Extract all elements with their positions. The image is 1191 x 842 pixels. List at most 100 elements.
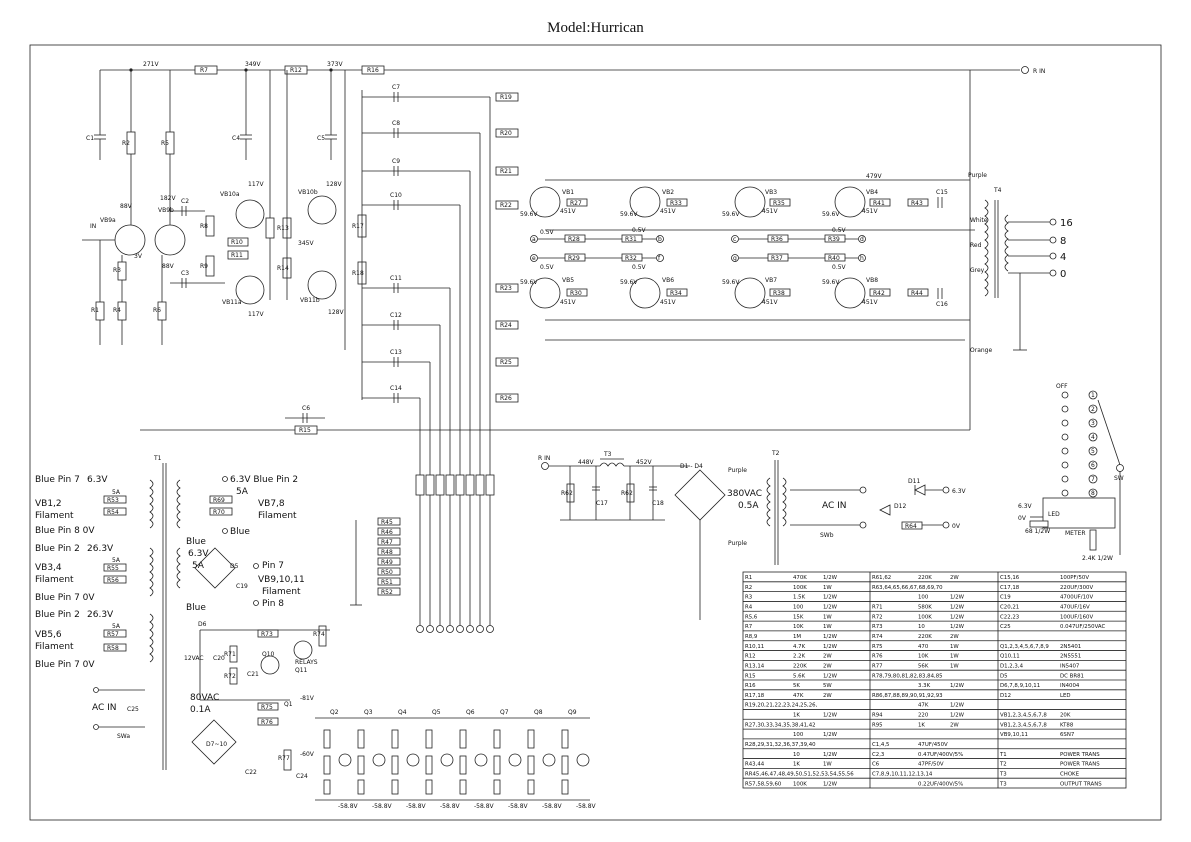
- svg-text:0.5V: 0.5V: [632, 227, 647, 234]
- svg-text:59.6V: 59.6V: [620, 279, 638, 286]
- table-cell: 220K: [793, 663, 807, 669]
- svg-text:VB6: VB6: [662, 277, 674, 284]
- table-cell: 100K: [793, 585, 807, 591]
- svg-text:Q7: Q7: [500, 709, 509, 716]
- svg-text:C14: C14: [390, 385, 402, 392]
- svg-text:271V: 271V: [143, 61, 159, 68]
- table-cell: 5.6K: [793, 673, 806, 679]
- svg-text:R38: R38: [773, 290, 785, 297]
- svg-text:C22: C22: [245, 769, 257, 776]
- svg-text:R24: R24: [500, 322, 512, 329]
- svg-text:R56: R56: [107, 577, 119, 584]
- svg-text:IN: IN: [90, 223, 96, 230]
- table-cell: VB1,2,3,4,5,6,7,8: [1000, 722, 1047, 728]
- table-cell: R15: [745, 673, 756, 679]
- svg-text:R40: R40: [828, 255, 840, 262]
- svg-text:5: 5: [1091, 448, 1095, 455]
- svg-text:Q6: Q6: [466, 709, 475, 716]
- svg-text:117V: 117V: [248, 181, 264, 188]
- table-cell: R12: [745, 654, 756, 660]
- table-cell: LED: [1060, 693, 1071, 699]
- svg-text:6.3V: 6.3V: [952, 488, 967, 495]
- svg-text:R9: R9: [200, 263, 208, 270]
- table-cell: 1/2W: [823, 595, 838, 601]
- table-cell: 1/2W: [823, 634, 838, 640]
- table-cell: R78,79,80,81,82,83,84,85: [872, 673, 943, 679]
- svg-text:VB10a: VB10a: [220, 191, 240, 198]
- svg-text:R4: R4: [113, 307, 121, 314]
- svg-text:-58.8V: -58.8V: [542, 803, 563, 810]
- table-cell: 470K: [793, 575, 807, 581]
- svg-text:R3: R3: [113, 267, 121, 274]
- svg-text:Grey: Grey: [970, 267, 985, 274]
- svg-text:12VAC: 12VAC: [184, 655, 204, 662]
- svg-text:182V: 182V: [160, 195, 176, 202]
- table-cell: IN4004: [1060, 683, 1080, 689]
- table-cell: 47PF/50V: [918, 762, 944, 768]
- table-cell: R57,58,59,60: [745, 781, 782, 787]
- svg-text:C12: C12: [390, 312, 402, 319]
- svg-text:R77: R77: [278, 755, 290, 762]
- schematic-title: Model:Hurrican: [547, 20, 644, 36]
- svg-text:RELAYS: RELAYS: [295, 659, 318, 666]
- frame-border: [29, 44, 1162, 821]
- coupling-section: C7 C8 C9 C10 C11 C12 C13 C14 R19 R20 R21…: [140, 84, 970, 625]
- table-cell: D6,7,8,9,10,11: [1000, 683, 1040, 689]
- table-cell: 100: [918, 595, 929, 601]
- table-cell: CHOKE: [1060, 771, 1080, 777]
- svg-text:88V: 88V: [162, 263, 175, 270]
- svg-text:Filament: Filament: [35, 642, 74, 652]
- svg-text:R48: R48: [381, 549, 393, 556]
- svg-text:VB9,10,11: VB9,10,11: [258, 575, 305, 585]
- svg-text:R20: R20: [500, 130, 512, 137]
- svg-text:Q3: Q3: [364, 709, 373, 716]
- svg-text:373V: 373V: [327, 61, 343, 68]
- table-cell: 10K: [918, 654, 929, 660]
- table-cell: 1W: [950, 644, 959, 650]
- svg-text:R21: R21: [500, 168, 512, 175]
- table-cell: R76: [872, 654, 883, 660]
- svg-text:R53: R53: [107, 497, 119, 504]
- svg-text:0.5V: 0.5V: [832, 227, 847, 234]
- table-cell: DC BR81: [1060, 673, 1084, 679]
- svg-text:D11: D11: [908, 478, 920, 485]
- svg-text:R26: R26: [500, 395, 512, 402]
- table-cell: 6SN7: [1060, 732, 1074, 738]
- table-cell: Q1,2,3,4,5,6,7,8,9: [1000, 644, 1049, 650]
- tube-vb7: [734, 277, 766, 309]
- filament-section: T1 Blue Pin 7 6.3V VB1,2 Filament 5A Blu…: [35, 455, 305, 770]
- table-cell: C6: [872, 762, 880, 768]
- svg-text:R28: R28: [568, 236, 580, 243]
- svg-text:VB4: VB4: [866, 189, 878, 196]
- svg-text:Filament: Filament: [262, 587, 301, 597]
- svg-text:R11: R11: [231, 252, 243, 259]
- svg-text:AC IN: AC IN: [92, 703, 117, 713]
- table-cell: D12: [1000, 693, 1011, 699]
- table-cell: R8,9: [745, 634, 758, 640]
- selector-switch[interactable]: OFF 1 2 3 4 5 6 7 8 SW: [1056, 383, 1124, 555]
- table-cell: 1W: [950, 654, 959, 660]
- table-cell: 1W: [823, 762, 832, 768]
- svg-text:0V: 0V: [1018, 515, 1027, 522]
- table-cell: C15,16: [1000, 575, 1020, 581]
- table-cell: R86,87,88,89,90,91,92,93: [872, 693, 943, 699]
- svg-text:VB10b: VB10b: [298, 189, 318, 196]
- table-cell: T2: [999, 762, 1007, 768]
- svg-text:C11: C11: [390, 275, 402, 282]
- svg-text:d: d: [860, 236, 864, 243]
- svg-text:R45: R45: [381, 519, 393, 526]
- svg-text:C17: C17: [596, 500, 608, 507]
- svg-text:448V: 448V: [578, 459, 594, 466]
- table-cell: R43,44: [745, 762, 765, 768]
- svg-text:5A: 5A: [112, 489, 121, 496]
- table-cell: R4: [745, 605, 753, 611]
- svg-text:VB5: VB5: [562, 277, 574, 284]
- svg-text:R10: R10: [231, 239, 243, 246]
- table-cell: KT88: [1060, 722, 1074, 728]
- svg-text:-58.8V: -58.8V: [440, 803, 461, 810]
- table-cell: R2: [745, 585, 752, 591]
- table-cell: R72: [872, 614, 883, 620]
- table-cell: 100UF/160V: [1060, 614, 1093, 620]
